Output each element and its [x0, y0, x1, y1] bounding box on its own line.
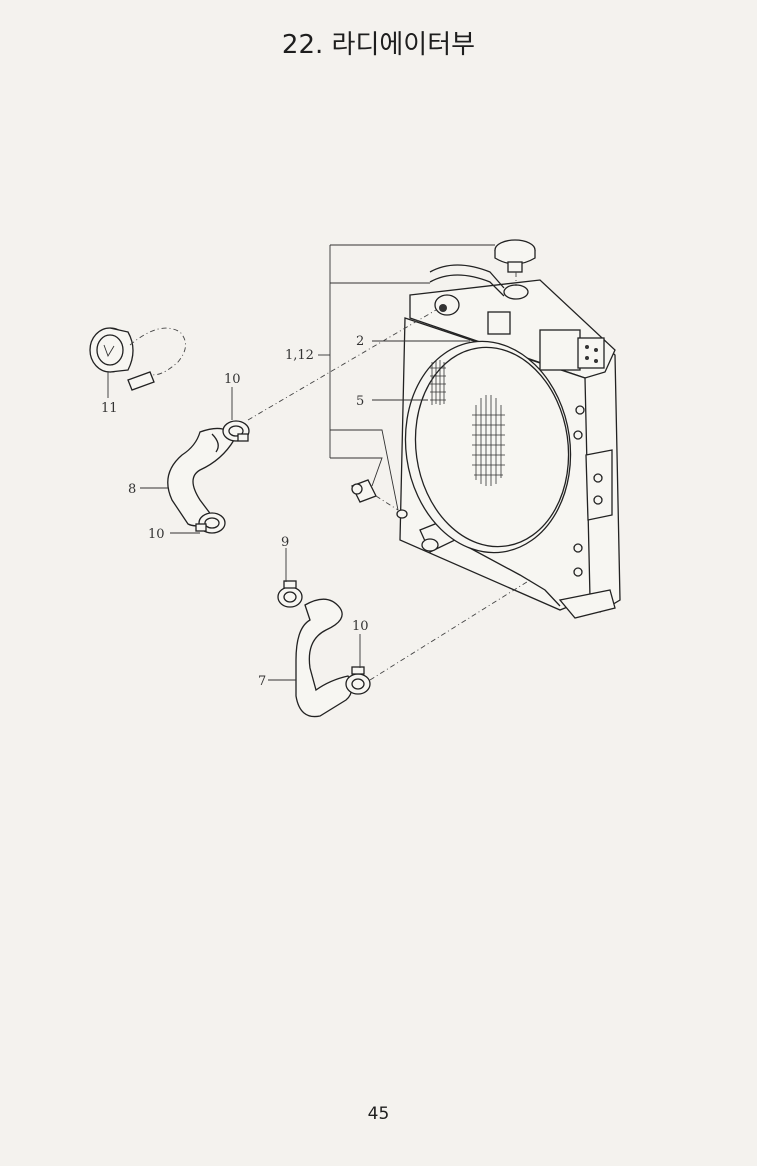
- callout-7: 7: [258, 674, 266, 689]
- callout-10-upper: 10: [224, 372, 241, 387]
- hose-clamp-9: [277, 580, 303, 608]
- hose-clamp-lower-right: [345, 666, 371, 695]
- radiator-cap: [494, 239, 536, 286]
- drain-plug: [351, 479, 399, 511]
- callout-10-lower-right: 10: [352, 619, 369, 634]
- fan-shroud: [404, 340, 572, 554]
- callout-10-lower-left: 10: [148, 527, 165, 542]
- callout-8: 8: [128, 482, 136, 497]
- callout-5: 5: [356, 394, 364, 409]
- callout-11: 11: [101, 401, 118, 416]
- upper-hose: [167, 427, 235, 527]
- hose-clamp-lower-left: [195, 512, 226, 534]
- lower-hose: [295, 598, 353, 718]
- callout-9: 9: [281, 535, 289, 550]
- page-number: 45: [367, 1104, 390, 1124]
- drain-washer: [396, 509, 408, 519]
- callout-labels: 1,12 2 5 11 10 8 10 9 10 7: [101, 334, 369, 689]
- callout-1-12: 1,12: [285, 348, 314, 363]
- leader-lines: [107, 244, 531, 681]
- hose-clamp-upper: [222, 420, 250, 442]
- page-title: 22. 라디에이터부: [281, 30, 476, 60]
- callout-2: 2: [356, 334, 364, 349]
- temperature-gauge: [89, 327, 186, 391]
